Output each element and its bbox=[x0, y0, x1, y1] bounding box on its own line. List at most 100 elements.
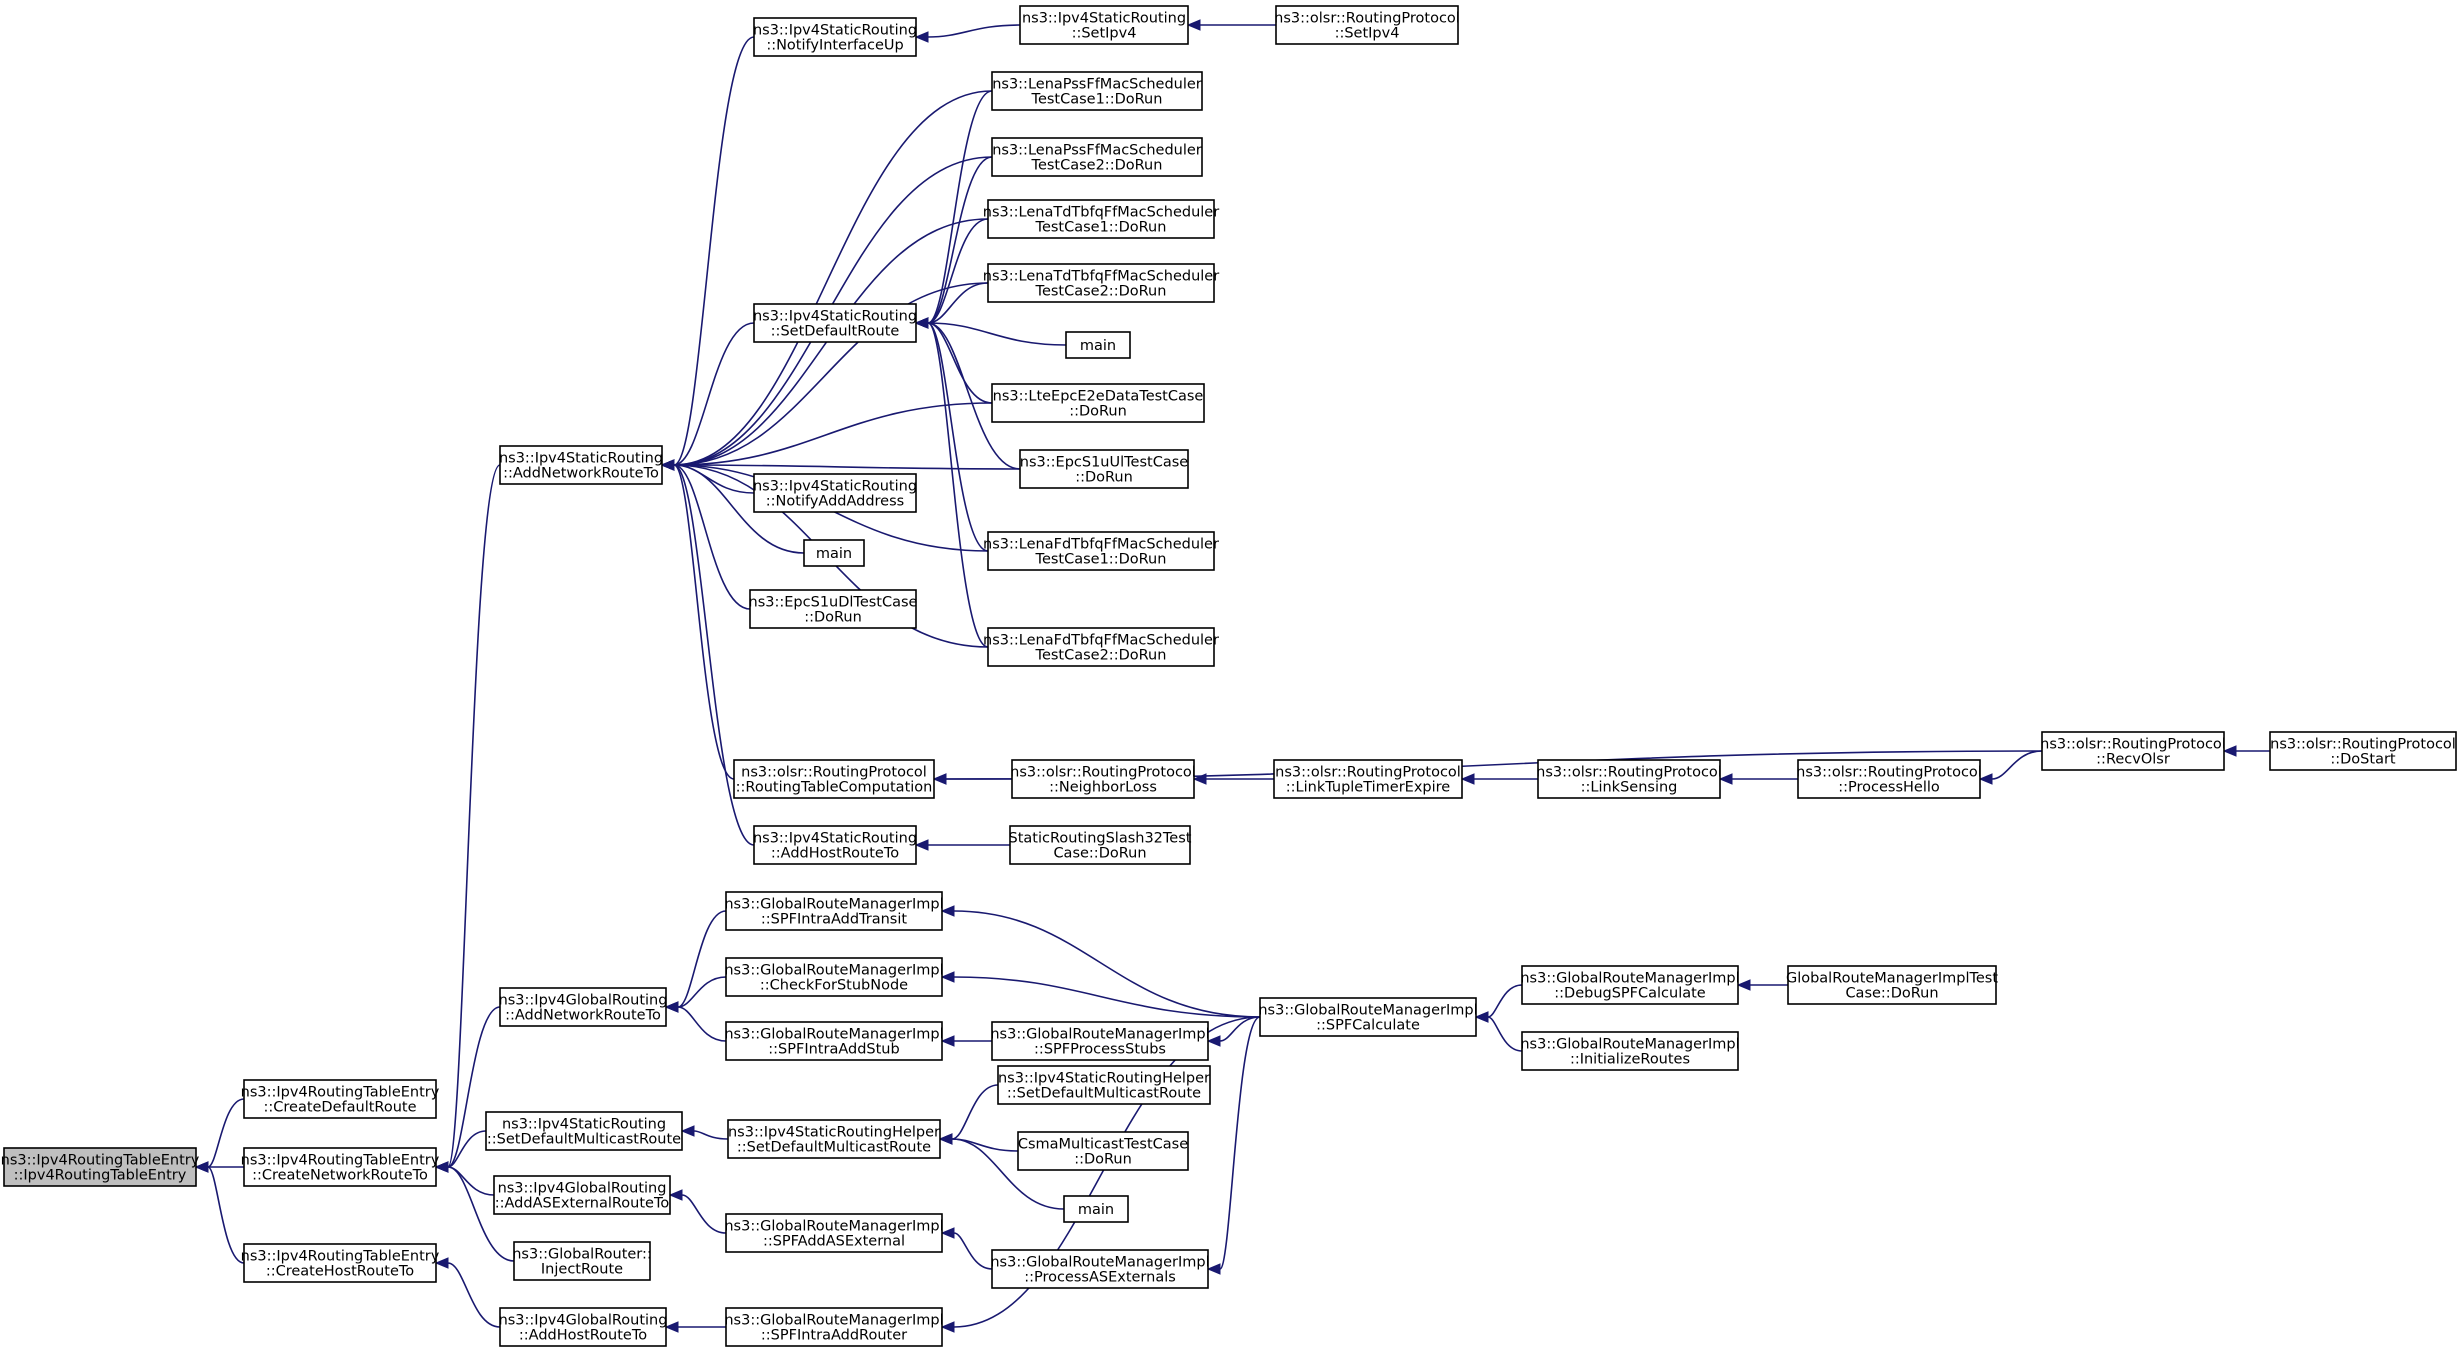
node-olsrSetIpv4[interactable]: ns3::olsr::RoutingProtocol::SetIpv4 bbox=[1274, 5, 1460, 45]
node-olsrNeighborLoss[interactable]: ns3::olsr::RoutingProtocol::NeighborLoss bbox=[1010, 759, 1196, 799]
node-checkForStubNode[interactable]: ns3::GlobalRouteManagerImpl::CheckForStu… bbox=[724, 957, 944, 997]
node-csmaMulticast[interactable]: CsmaMulticastTestCase::DoRun bbox=[1017, 1131, 1189, 1171]
node-createHostRouteTo[interactable]: ns3::Ipv4RoutingTableEntry::CreateHostRo… bbox=[241, 1243, 440, 1283]
node-box[interactable] bbox=[991, 383, 1205, 423]
node-mainA[interactable]: main bbox=[803, 539, 865, 567]
node-box[interactable] bbox=[243, 1079, 437, 1119]
node-box[interactable] bbox=[1017, 1131, 1189, 1171]
node-initializeRoutes[interactable]: ns3::GlobalRouteManagerImpl::InitializeR… bbox=[1520, 1031, 1740, 1071]
node-box[interactable] bbox=[727, 1119, 941, 1159]
node-globalRouterInjectRoute[interactable]: ns3::GlobalRouter::InjectRoute bbox=[512, 1241, 652, 1281]
node-spfIntraAddStub[interactable]: ns3::GlobalRouteManagerImpl::SPFIntraAdd… bbox=[724, 1021, 944, 1061]
node-box[interactable] bbox=[513, 1241, 651, 1281]
node-box[interactable] bbox=[753, 825, 917, 865]
node-root[interactable]: ns3::Ipv4RoutingTableEntry::Ipv4RoutingT… bbox=[1, 1147, 200, 1187]
node-staticSetDefaultMulticastRoute[interactable]: ns3::Ipv4StaticRouting::SetDefaultMultic… bbox=[485, 1111, 683, 1151]
node-box[interactable] bbox=[753, 17, 917, 57]
node-spfAddASExternal[interactable]: ns3::GlobalRouteManagerImpl::SPFAddASExt… bbox=[724, 1213, 944, 1253]
node-box[interactable] bbox=[2269, 731, 2457, 771]
node-box[interactable] bbox=[1537, 759, 1721, 799]
node-olsrRoutingTableComputation[interactable]: ns3::olsr::RoutingProtocol::RoutingTable… bbox=[733, 759, 935, 799]
node-box[interactable] bbox=[749, 589, 917, 629]
node-olsrLinkTupleTimerExpire[interactable]: ns3::olsr::RoutingProtocol::LinkTupleTim… bbox=[1273, 759, 1463, 799]
node-mainC[interactable]: main bbox=[1063, 1195, 1129, 1223]
node-spfIntraAddRouter[interactable]: ns3::GlobalRouteManagerImpl::SPFIntraAdd… bbox=[724, 1307, 944, 1347]
node-box[interactable] bbox=[1521, 1031, 1739, 1071]
node-box[interactable] bbox=[1011, 759, 1195, 799]
node-box[interactable] bbox=[991, 1021, 1209, 1061]
node-box[interactable] bbox=[753, 303, 917, 343]
node-epcS1uUl[interactable]: ns3::EpcS1uUlTestCase::DoRun bbox=[1019, 449, 1189, 489]
node-createNetworkRouteTo[interactable]: ns3::Ipv4RoutingTableEntry::CreateNetwor… bbox=[241, 1147, 440, 1187]
node-spfProcessStubs[interactable]: ns3::GlobalRouteManagerImpl::SPFProcessS… bbox=[990, 1021, 1210, 1061]
node-box[interactable] bbox=[1065, 331, 1131, 359]
node-box[interactable] bbox=[987, 263, 1215, 303]
node-box[interactable] bbox=[753, 473, 917, 513]
node-box[interactable] bbox=[991, 137, 1203, 177]
node-createDefaultRoute[interactable]: ns3::Ipv4RoutingTableEntry::CreateDefaul… bbox=[241, 1079, 440, 1119]
node-olsrRecvOlsr[interactable]: ns3::olsr::RoutingProtocol::RecvOlsr bbox=[2040, 731, 2226, 771]
node-box[interactable] bbox=[493, 1175, 671, 1215]
node-box[interactable] bbox=[1009, 825, 1191, 865]
node-box[interactable] bbox=[243, 1147, 437, 1187]
node-helperSetDefaultMulticastRouteB[interactable]: ns3::Ipv4StaticRoutingHelper::SetDefault… bbox=[997, 1065, 1211, 1105]
node-box[interactable] bbox=[725, 957, 943, 997]
node-lenaTdTC2[interactable]: ns3::LenaTdTbfqFfMacSchedulerTestCase2::… bbox=[983, 263, 1219, 303]
node-box[interactable] bbox=[499, 1307, 667, 1347]
node-box[interactable] bbox=[1063, 1195, 1129, 1223]
node-box[interactable] bbox=[987, 627, 1215, 667]
node-box[interactable] bbox=[1521, 965, 1739, 1005]
node-box[interactable] bbox=[499, 987, 667, 1027]
node-olsrProcessHello[interactable]: ns3::olsr::RoutingProtocol::ProcessHello bbox=[1796, 759, 1982, 799]
node-spfIntraAddTransit[interactable]: ns3::GlobalRouteManagerImpl::SPFIntraAdd… bbox=[724, 891, 944, 931]
node-staticNotifyAddAddress[interactable]: ns3::Ipv4StaticRouting::NotifyAddAddress bbox=[753, 473, 917, 513]
node-box[interactable] bbox=[991, 71, 1203, 111]
node-staticSetIpv4[interactable]: ns3::Ipv4StaticRouting::SetIpv4 bbox=[1019, 5, 1189, 45]
node-box[interactable] bbox=[1019, 449, 1189, 489]
node-box[interactable] bbox=[1259, 997, 1477, 1037]
node-lenaFdTC2[interactable]: ns3::LenaFdTbfqFfMacSchedulerTestCase2::… bbox=[983, 627, 1219, 667]
node-box[interactable] bbox=[725, 891, 943, 931]
node-globalAddHostRouteTo[interactable]: ns3::Ipv4GlobalRouting::AddHostRouteTo bbox=[499, 1307, 668, 1347]
node-processASExternals[interactable]: ns3::GlobalRouteManagerImpl::ProcessASEx… bbox=[990, 1249, 1210, 1289]
node-staticAddNetworkRouteTo[interactable]: ns3::Ipv4StaticRouting::AddNetworkRouteT… bbox=[499, 445, 663, 485]
node-box[interactable] bbox=[725, 1307, 943, 1347]
node-box[interactable] bbox=[803, 539, 865, 567]
node-box[interactable] bbox=[987, 531, 1215, 571]
node-lenaPssTC2[interactable]: ns3::LenaPssFfMacSchedulerTestCase2::DoR… bbox=[991, 137, 1203, 177]
node-box[interactable] bbox=[1797, 759, 1981, 799]
node-box[interactable] bbox=[1273, 759, 1463, 799]
node-staticAddHostRouteTo[interactable]: ns3::Ipv4StaticRouting::AddHostRouteTo bbox=[753, 825, 917, 865]
node-box[interactable] bbox=[991, 1249, 1209, 1289]
node-lteEpcE2e[interactable]: ns3::LteEpcE2eDataTestCase::DoRun bbox=[991, 383, 1205, 423]
node-epcS1uDlTestCase[interactable]: ns3::EpcS1uDlTestCase::DoRun bbox=[749, 589, 918, 629]
node-lenaFdTC1[interactable]: ns3::LenaFdTbfqFfMacSchedulerTestCase1::… bbox=[983, 531, 1219, 571]
node-globalAddNetworkRouteTo[interactable]: ns3::Ipv4GlobalRouting::AddNetworkRouteT… bbox=[499, 987, 668, 1027]
node-box[interactable] bbox=[1019, 5, 1189, 45]
node-staticSetDefaultRoute[interactable]: ns3::Ipv4StaticRouting::SetDefaultRoute bbox=[753, 303, 917, 343]
node-olsrLinkSensing[interactable]: ns3::olsr::RoutingProtocol::LinkSensing bbox=[1536, 759, 1722, 799]
node-box[interactable] bbox=[997, 1065, 1211, 1105]
node-box[interactable] bbox=[485, 1111, 683, 1151]
node-box[interactable] bbox=[733, 759, 935, 799]
node-mainB[interactable]: main bbox=[1065, 331, 1131, 359]
node-box[interactable] bbox=[499, 445, 663, 485]
node-olsrDoStart[interactable]: ns3::olsr::RoutingProtocol::DoStart bbox=[2269, 731, 2457, 771]
node-box[interactable] bbox=[725, 1021, 943, 1061]
node-box[interactable] bbox=[2041, 731, 2225, 771]
node-globalAddASExternalRouteTo[interactable]: ns3::Ipv4GlobalRouting::AddASExternalRou… bbox=[493, 1175, 671, 1215]
node-helperSetDefaultMulticastRouteA[interactable]: ns3::Ipv4StaticRoutingHelper::SetDefault… bbox=[727, 1119, 941, 1159]
node-lenaPssTC1[interactable]: ns3::LenaPssFfMacSchedulerTestCase1::DoR… bbox=[991, 71, 1203, 111]
node-box[interactable] bbox=[725, 1213, 943, 1253]
node-box[interactable] bbox=[987, 199, 1215, 239]
node-debugSPFCalculate[interactable]: ns3::GlobalRouteManagerImpl::DebugSPFCal… bbox=[1520, 965, 1740, 1005]
node-spfCalculate[interactable]: ns3::GlobalRouteManagerImpl::SPFCalculat… bbox=[1258, 997, 1478, 1037]
node-lenaTdTC1[interactable]: ns3::LenaTdTbfqFfMacSchedulerTestCase1::… bbox=[983, 199, 1219, 239]
node-staticNotifyInterfaceUp[interactable]: ns3::Ipv4StaticRouting::NotifyInterfaceU… bbox=[753, 17, 917, 57]
node-box[interactable] bbox=[1275, 5, 1459, 45]
node-box[interactable] bbox=[3, 1147, 197, 1187]
node-box[interactable] bbox=[243, 1243, 437, 1283]
node-box[interactable] bbox=[1787, 965, 1997, 1005]
